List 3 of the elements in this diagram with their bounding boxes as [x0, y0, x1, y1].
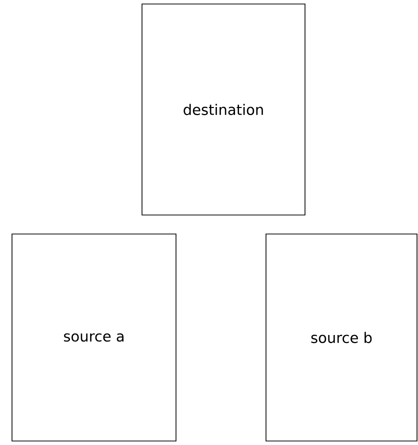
box: source b [266, 234, 418, 442]
box: destination [142, 4, 306, 216]
box: source a [12, 234, 176, 442]
